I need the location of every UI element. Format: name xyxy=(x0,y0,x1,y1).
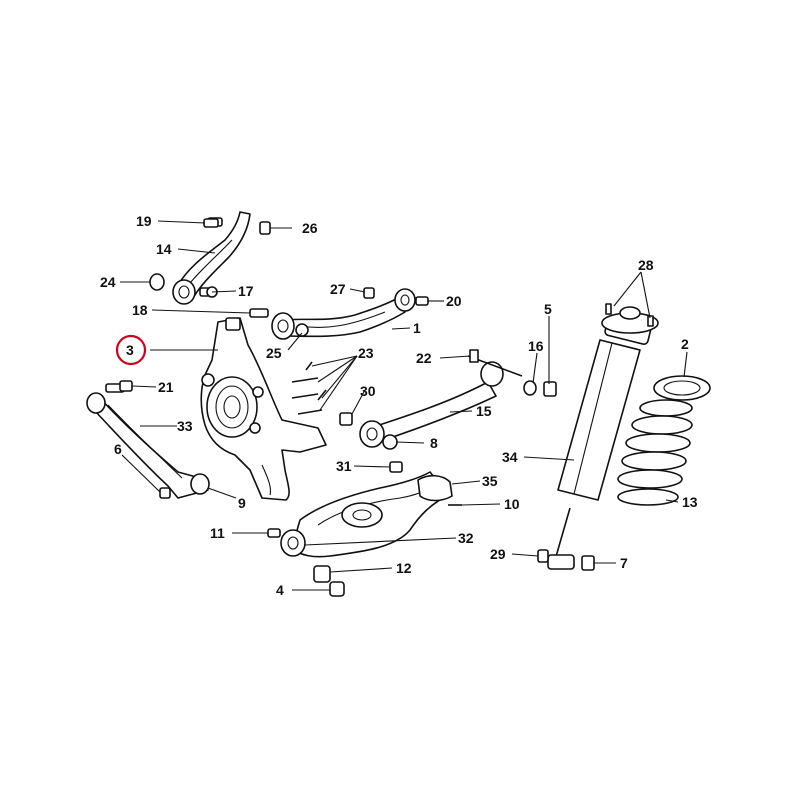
bolt-19 xyxy=(203,218,219,228)
callout-32: 32 xyxy=(458,530,474,546)
mount-28 xyxy=(601,303,659,334)
bolt-11 xyxy=(267,528,281,538)
callout-5: 5 xyxy=(544,301,552,317)
nut-25 xyxy=(295,323,309,337)
callout-16: 16 xyxy=(528,338,544,354)
callout-10: 10 xyxy=(504,496,520,512)
callout-3: 3 xyxy=(126,342,134,358)
bolt-27 xyxy=(363,287,375,299)
callout-28: 28 xyxy=(638,257,654,273)
nut-26 xyxy=(259,221,271,235)
callout-26: 26 xyxy=(302,220,318,236)
nut-5 xyxy=(543,381,557,397)
callout-17: 17 xyxy=(238,283,254,299)
callout-12: 12 xyxy=(396,560,412,576)
callout-9: 9 xyxy=(238,495,246,511)
callout-1: 1 xyxy=(413,320,421,336)
callout-6: 6 xyxy=(114,441,122,457)
lower-control-arm-32 xyxy=(280,471,453,558)
callout-23: 23 xyxy=(358,345,374,361)
bolt-31 xyxy=(389,461,403,473)
bolt-6 xyxy=(159,487,171,499)
highlight-ring xyxy=(115,334,147,366)
callout-27: 27 xyxy=(330,281,346,297)
bushing-12 xyxy=(313,565,331,583)
upper-link-1 xyxy=(271,288,416,340)
callout-21: 21 xyxy=(158,379,174,395)
toe-link-15 xyxy=(359,349,523,448)
bolt-20 xyxy=(415,296,429,306)
coil-spring-13 xyxy=(617,399,693,506)
callout-8: 8 xyxy=(430,435,438,451)
bolt-29 xyxy=(537,549,549,563)
callout-14: 14 xyxy=(156,241,172,257)
nut-7 xyxy=(581,555,595,571)
nut-21 xyxy=(119,380,133,392)
callout-24: 24 xyxy=(100,274,116,290)
callout-20: 20 xyxy=(446,293,462,309)
callout-labels: 19 26 14 24 17 18 27 20 1 3 25 23 22 5 1… xyxy=(100,213,698,598)
callout-19: 19 xyxy=(136,213,152,229)
washer-24 xyxy=(149,273,165,291)
callout-18: 18 xyxy=(132,302,148,318)
callout-30: 30 xyxy=(360,383,376,399)
callout-15: 15 xyxy=(476,403,492,419)
callout-13: 13 xyxy=(682,494,698,510)
callout-7: 7 xyxy=(620,555,628,571)
callout-25: 25 xyxy=(266,345,282,361)
bolt-18 xyxy=(249,308,269,318)
callout-4: 4 xyxy=(276,582,284,598)
nut-8 xyxy=(382,434,398,450)
callout-34: 34 xyxy=(502,449,518,465)
callout-29: 29 xyxy=(490,546,506,562)
callout-22: 22 xyxy=(416,350,432,366)
callout-35: 35 xyxy=(482,473,498,489)
leader-lines xyxy=(120,220,688,591)
nut-16 xyxy=(523,380,537,396)
bolts-23 xyxy=(291,361,327,415)
callout-11: 11 xyxy=(210,525,225,541)
knuckle-3 xyxy=(200,317,327,501)
nut-4 xyxy=(329,581,345,597)
spring-isolator-2 xyxy=(653,375,711,401)
nut-30 xyxy=(339,412,353,426)
callout-2: 2 xyxy=(681,336,689,352)
callout-31: 31 xyxy=(336,458,352,474)
callout-33: 33 xyxy=(177,418,193,434)
